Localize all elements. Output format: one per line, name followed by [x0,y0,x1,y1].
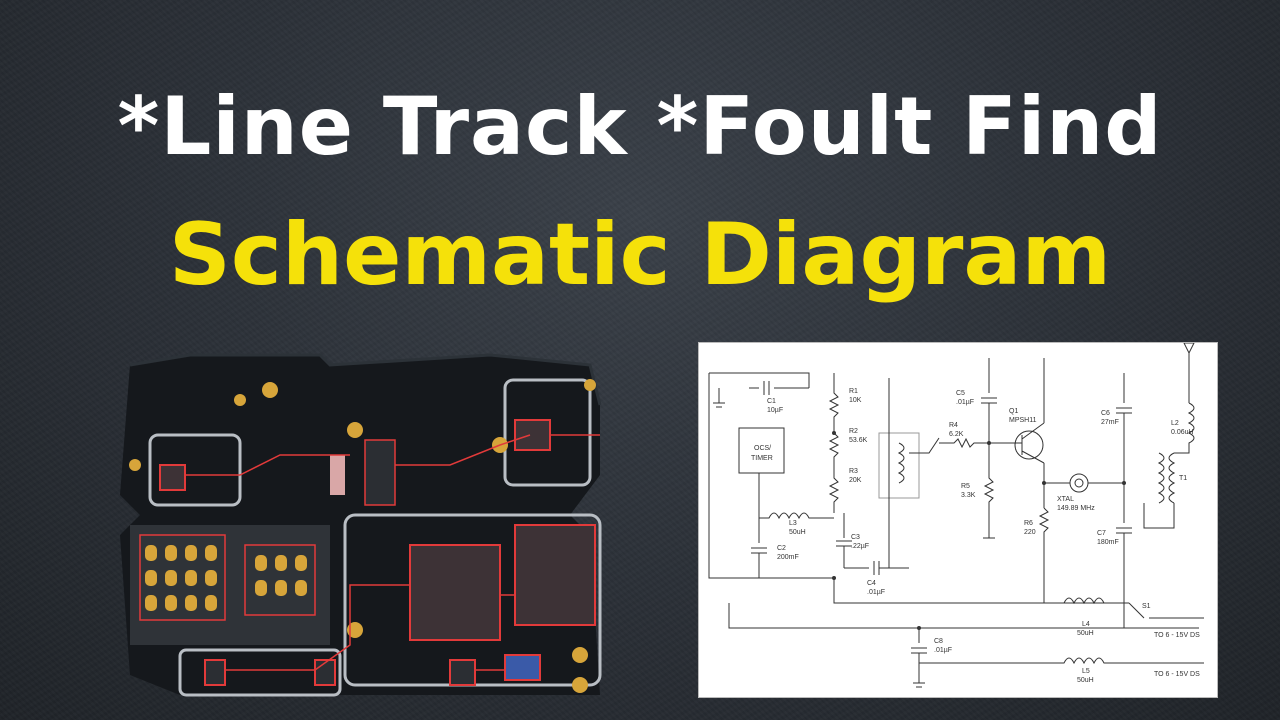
c8-label: C8 [934,638,943,645]
headline-line-track: *Line Track *Foult Find [117,80,1163,173]
r3-value: 20K [849,477,862,484]
l5-value: 50uH [1077,677,1094,684]
l4-label: L4 [1082,621,1090,628]
t1-label: T1 [1179,475,1187,482]
q1-value: MPSH11 [1009,417,1037,424]
r4-label: R4 [949,422,958,429]
c8-value: .01µF [934,647,952,654]
c6-label: C6 [1101,410,1110,417]
l2-label: L2 [1171,420,1179,427]
r2-value: 53.6K [849,437,868,444]
r6-value: 220 [1024,529,1036,536]
r1-value: 10K [849,397,862,404]
c7-value: 180mF [1097,539,1119,546]
c7-label: C7 [1097,530,1106,537]
c4-label: C4 [867,580,876,587]
r3-label: R3 [849,468,858,475]
output-label-2: TO 6 - 15V DS [1154,671,1200,678]
headline-schematic-diagram: Schematic Diagram [168,205,1112,305]
xtal-value: 149.89 MHz [1057,505,1095,512]
c2-value: 200mF [777,554,799,561]
s1-label: S1 [1142,603,1151,610]
c5-value: .01µF [956,399,974,406]
q1-label: Q1 [1009,408,1018,415]
r2-label: R2 [849,428,858,435]
schematic-drawing: C1 10µF R1 10K R2 53.6K R3 20K OCS/ TIME… [708,342,1204,688]
c3-label: C3 [851,534,860,541]
l2-value: 0.06uH [1171,429,1194,436]
l3-value: 50uH [789,529,806,536]
c1-value: 10µF [767,407,783,414]
r5-label: R5 [961,483,970,490]
r6-label: R6 [1024,520,1033,527]
ic-label-2: TIMER [751,455,773,462]
c1-label: C1 [767,398,776,405]
c4-value: .01µF [867,589,885,596]
schematic-image: C1 10µF R1 10K R2 53.6K R3 20K OCS/ TIME… [698,342,1218,698]
r5-value: 3.3K [961,492,976,499]
ic-label-1: OCS/ [754,445,771,452]
l4-value: 50uH [1077,630,1094,637]
c5-label: C5 [956,390,965,397]
c6-value: 27mF [1101,419,1119,426]
xtal-label: XTAL [1057,496,1074,503]
r1-label: R1 [849,388,858,395]
l3-label: L3 [789,520,797,527]
pcb-board-image [120,353,602,697]
c2-label: C2 [777,545,786,552]
r4-value: 6.2K [949,431,964,438]
c3-value: .22µF [851,543,869,550]
output-label-1: TO 6 - 15V DS [1154,632,1200,639]
l5-label: L5 [1082,668,1090,675]
